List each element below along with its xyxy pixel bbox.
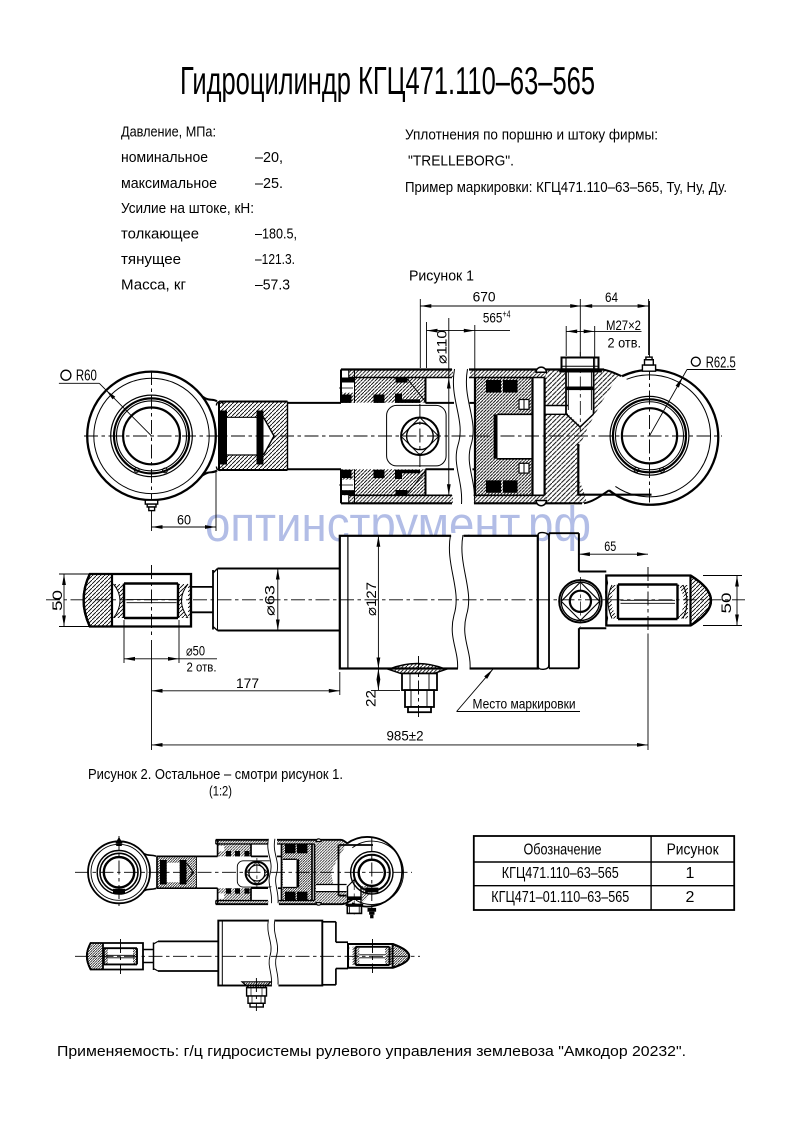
svg-text:Масса, кг: Масса, кг [121, 277, 187, 294]
svg-text:–57.3: –57.3 [255, 277, 290, 294]
svg-text:985±2: 985±2 [387, 728, 424, 744]
svg-text:2: 2 [686, 889, 695, 906]
svg-text:(1:2): (1:2) [209, 783, 232, 799]
svg-text:Гидроцилиндр КГЦ471.110–63–565: Гидроцилиндр КГЦ471.110–63–565 [180, 60, 595, 103]
svg-text:50: 50 [718, 592, 734, 613]
svg-text:60: 60 [177, 512, 191, 528]
svg-text:65: 65 [604, 538, 616, 554]
svg-text:R62.5: R62.5 [706, 355, 736, 372]
svg-text:2 отв.: 2 отв. [608, 335, 642, 351]
svg-text:Пример маркировки: КГЦ471.110–: Пример маркировки: КГЦ471.110–63–565, Ту… [405, 179, 727, 196]
svg-text:Обозначение: Обозначение [524, 842, 602, 859]
svg-text:Рисунок 1: Рисунок 1 [409, 268, 474, 285]
svg-text:Место маркировки: Место маркировки [473, 696, 576, 712]
svg-text:⌀127: ⌀127 [363, 582, 379, 616]
svg-text:R60: R60 [76, 368, 97, 385]
svg-text:50: 50 [49, 590, 65, 611]
svg-text:Применяемость: г/ц гидросистем: Применяемость: г/ц гидросистемы рулевого… [57, 1043, 686, 1060]
svg-text:⌀110: ⌀110 [434, 330, 450, 364]
svg-text:Усилие на штоке, кН:: Усилие на штоке, кН: [121, 200, 254, 217]
svg-text:565: 565 [483, 309, 503, 325]
svg-text:номинальное: номинальное [121, 149, 208, 166]
svg-text:КГЦ471–01.110–63–565: КГЦ471–01.110–63–565 [491, 889, 629, 906]
svg-text:"TRELLEBORG".: "TRELLEBORG". [408, 153, 514, 170]
svg-text:Уплотнения по поршню и штоку ф: Уплотнения по поршню и штоку фирмы: [405, 127, 658, 144]
svg-text:177: 177 [236, 675, 259, 691]
svg-text:–20,: –20, [255, 149, 283, 166]
svg-text:тянущее: тянущее [121, 251, 181, 268]
svg-text:64: 64 [605, 289, 618, 305]
svg-text:Давление, МПа:: Давление, МПа: [121, 124, 216, 141]
svg-text:22: 22 [363, 690, 379, 707]
svg-text:M27×2: M27×2 [606, 317, 641, 333]
svg-text:толкающее: толкающее [121, 226, 199, 243]
svg-text:–121.3.: –121.3. [255, 251, 295, 268]
svg-text:1: 1 [686, 865, 695, 882]
svg-text:670: 670 [473, 289, 496, 305]
svg-text:+4: +4 [503, 310, 511, 321]
svg-text:2 отв.: 2 отв. [187, 660, 217, 675]
svg-text:⌀63: ⌀63 [262, 585, 278, 616]
svg-text:⌀50: ⌀50 [186, 643, 205, 659]
svg-text:КГЦ471.110–63–565: КГЦ471.110–63–565 [502, 865, 619, 882]
svg-text:Рисунок: Рисунок [667, 842, 720, 859]
svg-text:–25.: –25. [255, 175, 283, 192]
svg-text:Рисунок 2. Остальное – смотри: Рисунок 2. Остальное – смотри рисунок 1. [88, 766, 343, 783]
svg-text:максимальное: максимальное [121, 175, 217, 192]
svg-text:–180.5,: –180.5, [255, 226, 297, 243]
